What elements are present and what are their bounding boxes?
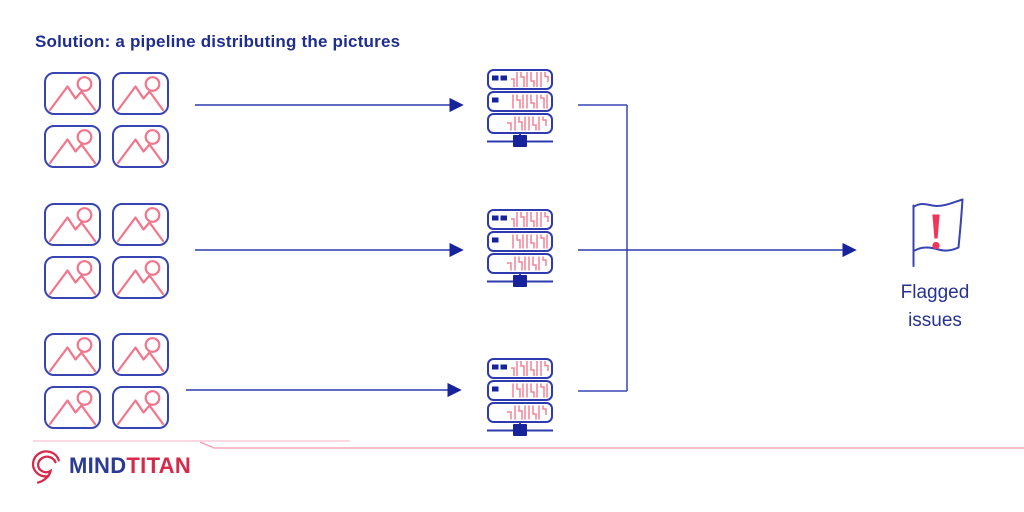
picture-batch-1 <box>43 71 170 169</box>
picture-icon <box>43 332 102 377</box>
picture-icon <box>111 202 170 247</box>
flag-icon <box>912 198 964 267</box>
server-icon-3 <box>486 358 554 437</box>
picture-icon <box>111 385 170 430</box>
page-title: Solution: a pipeline distributing the pi… <box>35 32 401 51</box>
flag-label-line1: Flagged <box>900 282 970 303</box>
logo-wordmark: MINDTITAN <box>69 447 191 485</box>
merge-connector <box>578 104 628 392</box>
exclamation-icon <box>932 214 940 239</box>
picture-icon <box>43 124 102 169</box>
picture-batch-2 <box>43 202 170 300</box>
picture-icon <box>43 385 102 430</box>
server-icon-1 <box>486 69 554 148</box>
mindtitan-logo: MINDTITAN <box>30 446 191 486</box>
logo-titan: TITAN <box>126 453 192 478</box>
footer-line-pink <box>199 441 1024 449</box>
picture-icon <box>111 255 170 300</box>
logo-mind: MIND <box>69 453 127 478</box>
picture-batch-3 <box>43 332 170 430</box>
picture-icon <box>111 124 170 169</box>
flag-label: Flagged issues <box>860 279 1010 335</box>
picture-icon <box>111 71 170 116</box>
picture-icon <box>43 202 102 247</box>
picture-icon <box>111 332 170 377</box>
flag-label-line2: issues <box>908 310 962 331</box>
server-icon-2 <box>486 209 554 288</box>
bird-icon <box>31 449 60 484</box>
picture-icon <box>43 71 102 116</box>
picture-icon <box>43 255 102 300</box>
